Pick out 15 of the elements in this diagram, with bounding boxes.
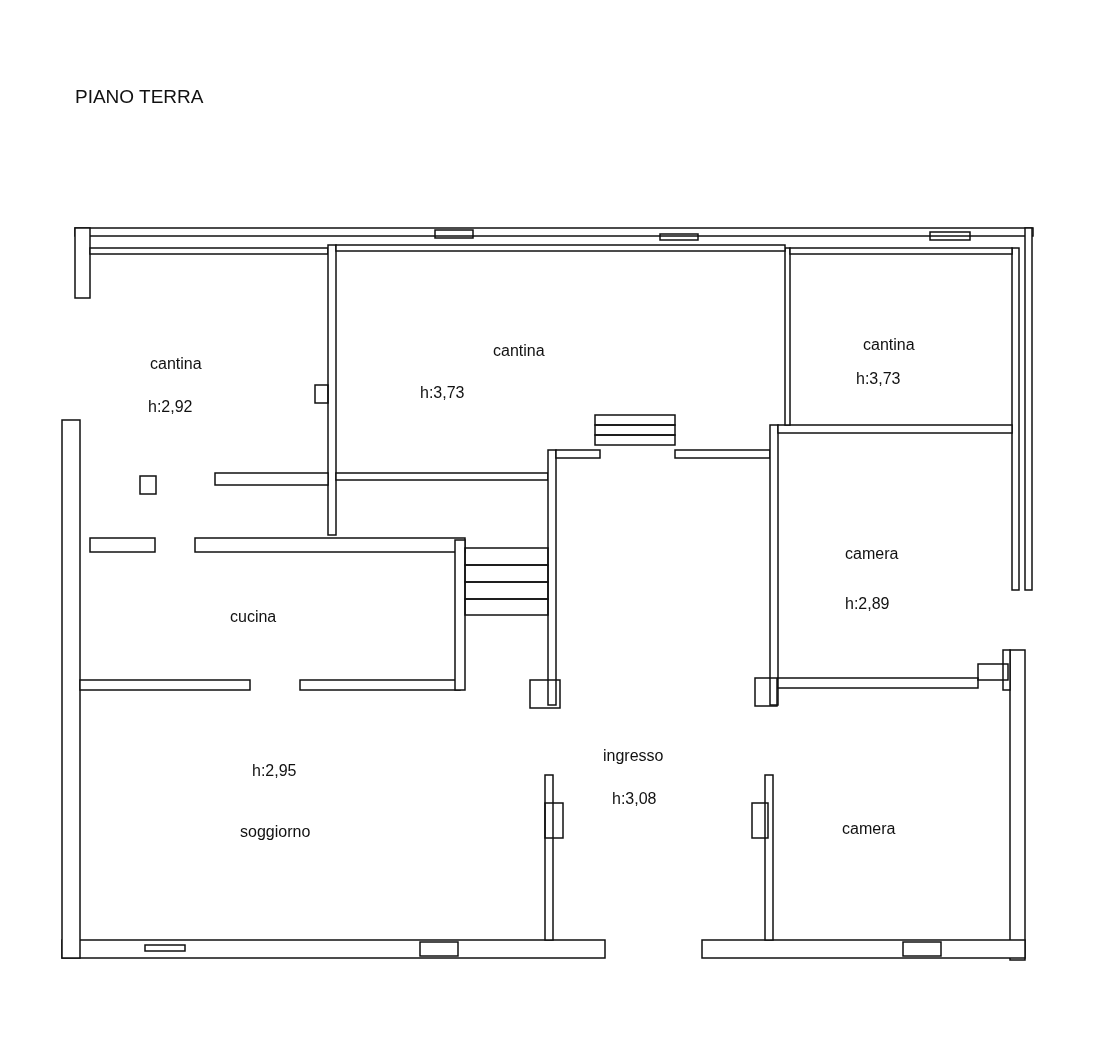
plan-title: PIANO TERRA: [75, 86, 204, 108]
room-label: h:3,08: [612, 790, 657, 808]
room-label: cantina: [493, 342, 545, 360]
room-label: cucina: [230, 608, 277, 626]
room-label: camera: [842, 820, 896, 838]
room-label: soggiorno: [240, 823, 311, 841]
room-label: ingresso: [603, 747, 664, 765]
room-label: h:2,92: [148, 398, 193, 416]
room-label: h:2,89: [845, 595, 890, 613]
room-label: cantina: [150, 355, 202, 373]
room-label: cantina: [863, 336, 915, 354]
room-label: h:3,73: [420, 384, 465, 402]
room-label: h:3,73: [856, 370, 901, 388]
room-label: camera: [845, 545, 899, 563]
room-label: h:2,95: [252, 762, 297, 780]
